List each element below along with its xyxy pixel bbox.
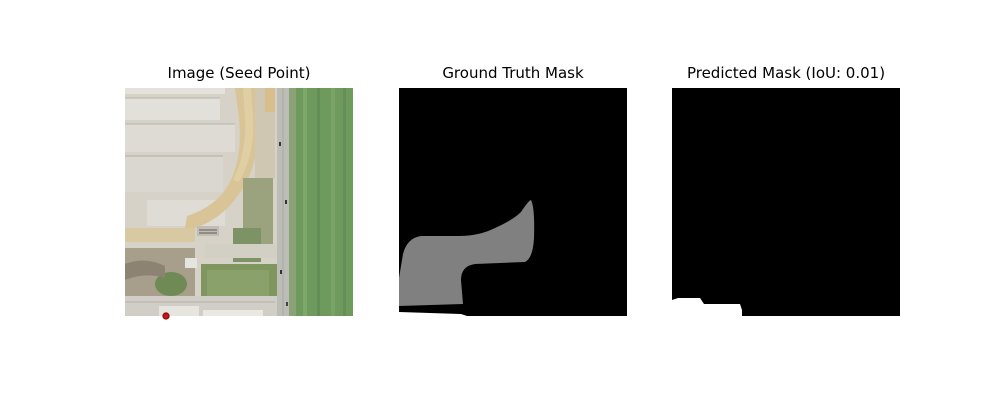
aerial-image-panel	[125, 88, 353, 320]
ground-truth-region	[399, 200, 535, 306]
predicted-region	[672, 298, 742, 316]
panel-title-ground-truth: Ground Truth Mask	[442, 64, 584, 82]
ground-truth-bottom-sliver	[399, 312, 467, 316]
predicted-mask-panel	[672, 88, 900, 316]
predicted-mask	[672, 88, 900, 316]
seed-point-marker	[162, 312, 170, 320]
aerial-image	[125, 88, 353, 320]
panel-title-predicted: Predicted Mask (IoU: 0.01)	[686, 64, 886, 82]
panel-title-image: Image (Seed Point)	[167, 64, 311, 82]
ground-truth-mask-panel	[399, 88, 627, 316]
ground-truth-mask	[399, 88, 627, 316]
